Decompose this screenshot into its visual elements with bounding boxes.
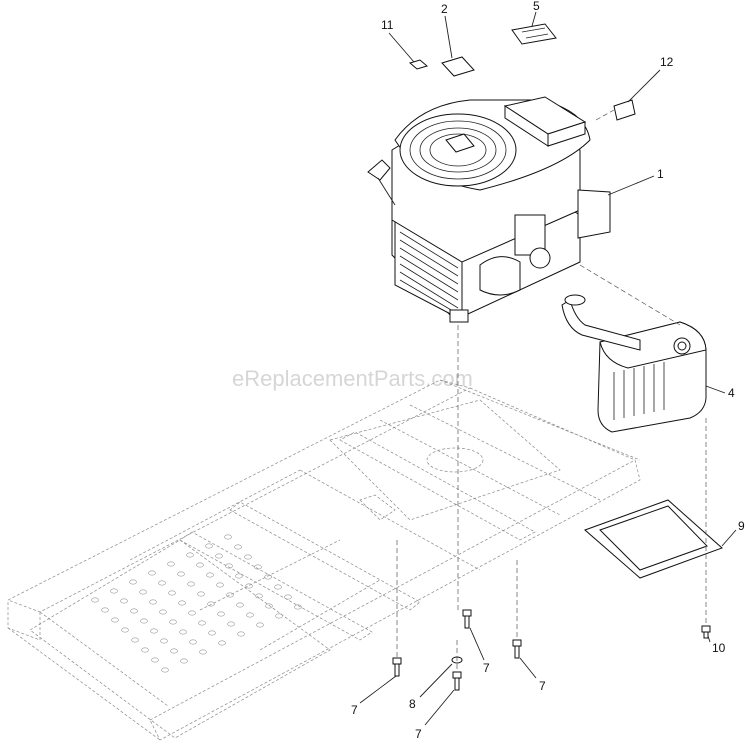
deck-hole <box>168 590 176 596</box>
deck-hole <box>275 613 283 619</box>
deck-hole <box>189 639 197 645</box>
deck-hole <box>265 603 273 609</box>
deck-hole <box>226 592 234 598</box>
deck-hole <box>121 627 129 633</box>
callout-7-center: 7 <box>483 661 490 675</box>
callout-4: 4 <box>728 386 735 400</box>
deck-hole <box>151 657 159 663</box>
callout-10: 10 <box>712 641 726 655</box>
deck-hole <box>216 582 224 588</box>
deck-hole <box>129 579 137 585</box>
deck-hole <box>284 594 292 600</box>
deck-hole <box>246 612 254 618</box>
deck-hole <box>167 561 175 567</box>
deck-hole <box>294 604 302 610</box>
deck-hole <box>188 610 196 616</box>
deck-hole <box>237 631 245 637</box>
deck-hole <box>179 629 187 635</box>
watermark-text: eReplacementParts.com <box>232 366 473 391</box>
deck-hole <box>161 667 169 673</box>
callout-9: 9 <box>738 519 745 533</box>
callout-1: 1 <box>657 167 664 181</box>
deck-hole <box>160 638 168 644</box>
deck-hole <box>255 593 263 599</box>
deck-hole <box>206 572 214 578</box>
deck-hole <box>149 599 157 605</box>
deck-hole <box>158 580 166 586</box>
deck-hole <box>111 617 119 623</box>
deck-hole <box>187 581 195 587</box>
deck-hole <box>140 618 148 624</box>
deck-hole <box>236 602 244 608</box>
deck-hole-pattern <box>91 534 302 673</box>
deck-hole <box>141 647 149 653</box>
deck-hole <box>215 553 223 559</box>
deck-hole <box>235 573 243 579</box>
engine <box>367 96 611 323</box>
deck-hole <box>148 570 156 576</box>
deck-hole <box>227 621 235 627</box>
deck-hole <box>207 601 215 607</box>
deck-hole <box>101 607 109 613</box>
deck-hole <box>274 584 282 590</box>
deck-hole <box>139 589 147 595</box>
callout-7-right: 7 <box>539 679 546 693</box>
deck-hole <box>217 611 225 617</box>
callout-7-bottom: 7 <box>415 727 422 741</box>
deck-hole <box>110 588 118 594</box>
deck-hole <box>244 554 252 560</box>
muffler <box>561 294 707 433</box>
deck-hole <box>178 600 186 606</box>
deck-hole <box>170 648 178 654</box>
deck-hole <box>177 571 185 577</box>
leader-lines <box>359 11 737 726</box>
deck-hole <box>254 564 262 570</box>
deck-hole <box>131 637 139 643</box>
deck-hole <box>180 658 188 664</box>
callout-11: 11 <box>381 18 394 32</box>
bolt-7-right <box>512 639 522 659</box>
deck-hole <box>130 608 138 614</box>
deck-hole <box>198 620 206 626</box>
deck-hole <box>208 630 216 636</box>
fasteners <box>392 609 711 691</box>
deck-hole <box>169 619 177 625</box>
callout-labels: 11 2 5 12 1 4 9 10 7 7 7 8 7 <box>351 0 745 741</box>
callout-8: 8 <box>409 697 416 711</box>
deck-hole <box>186 552 194 558</box>
heat-shield <box>584 499 723 579</box>
deck-hole <box>245 583 253 589</box>
callout-12: 12 <box>660 55 674 69</box>
deck-hole <box>224 534 232 540</box>
deck-hole <box>199 649 207 655</box>
decals <box>408 23 636 121</box>
assembly-lines <box>396 109 707 672</box>
callout-2: 2 <box>441 2 448 16</box>
deck-hole <box>120 598 128 604</box>
deck-hole <box>159 609 167 615</box>
deck-hole <box>91 597 99 603</box>
deck-hole <box>196 562 204 568</box>
deck-hole <box>234 544 242 550</box>
callout-5: 5 <box>533 0 540 13</box>
deck-hole <box>205 543 213 549</box>
callout-7-left: 7 <box>351 703 358 717</box>
deck-hole <box>225 563 233 569</box>
deck-hole <box>150 628 158 634</box>
nut-10 <box>701 625 711 639</box>
deck-hole <box>197 591 205 597</box>
mower-frame <box>7 379 641 741</box>
deck-hole <box>218 640 226 646</box>
deck-hole <box>264 574 272 580</box>
deck-hole <box>256 622 264 628</box>
bolt-7-left <box>392 657 402 677</box>
bolt-7-center-upper <box>462 609 472 629</box>
bolt-7-center-lower <box>452 671 462 691</box>
